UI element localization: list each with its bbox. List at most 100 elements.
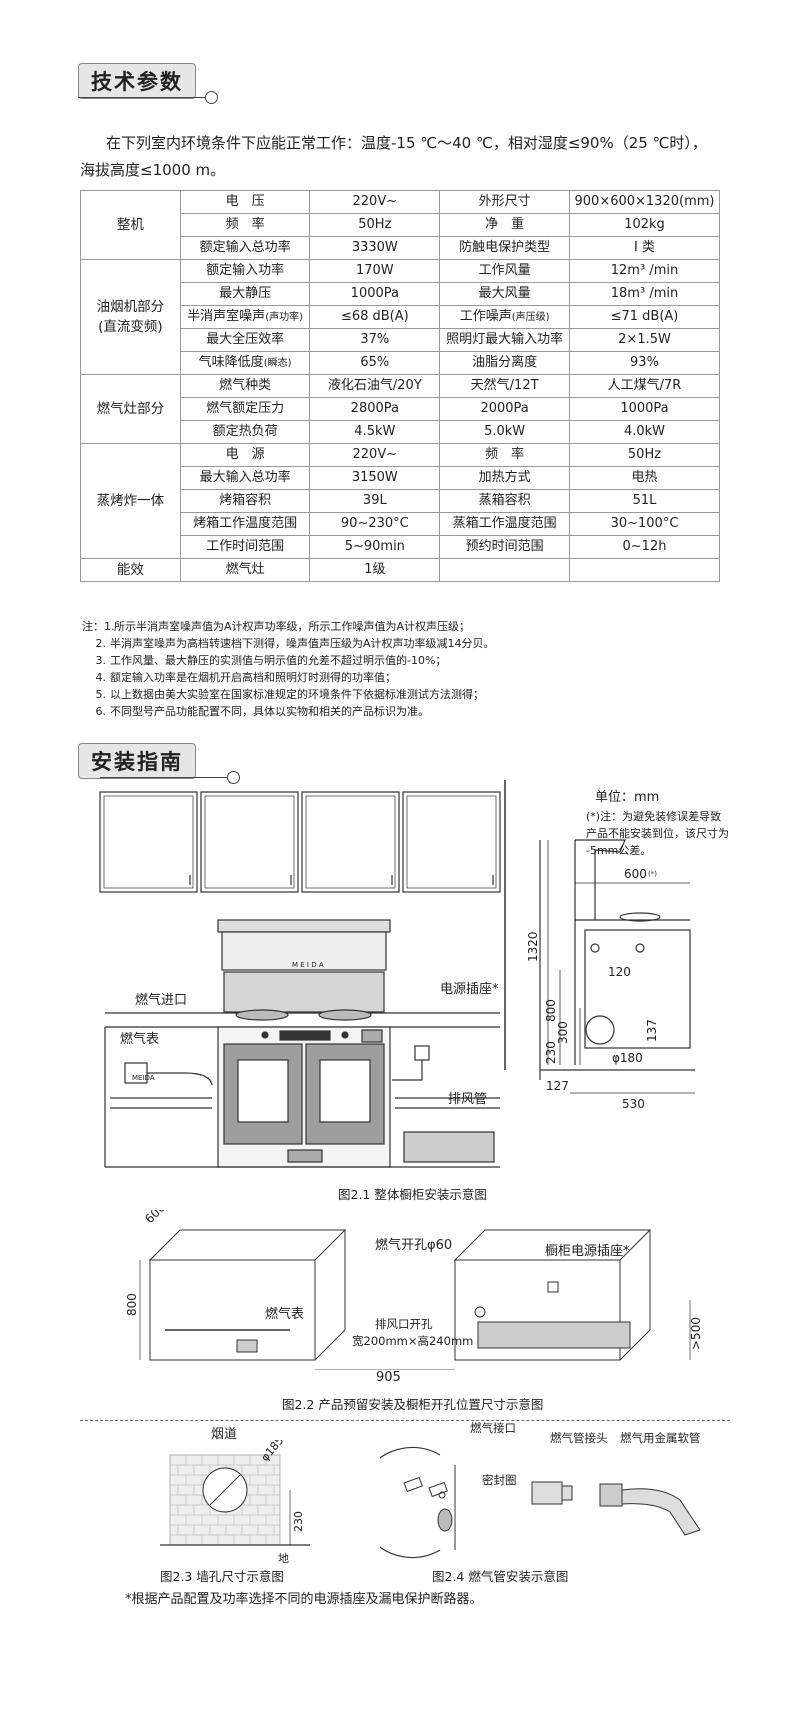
cell-l2: 照明灯最大输入功率 bbox=[439, 328, 570, 352]
label-gas-port: 燃气接口 bbox=[470, 1421, 516, 1435]
cell-text: 额定输入总功率 bbox=[199, 240, 291, 255]
cell-text: 50Hz bbox=[358, 217, 392, 232]
dim-230: 230 bbox=[544, 1041, 558, 1064]
section-divider bbox=[100, 777, 228, 778]
cell-text: 额定输入功率 bbox=[206, 263, 285, 278]
cell-l2: 蒸箱工作温度范围 bbox=[439, 512, 570, 536]
wall-cabinet bbox=[200, 791, 299, 893]
cell-text: 3150W bbox=[351, 470, 398, 485]
cell-l1: 最大输入总功率 bbox=[179, 466, 311, 490]
cell-text: 外形尺寸 bbox=[478, 194, 531, 209]
cell-text: 燃气灶 bbox=[225, 562, 265, 577]
unit-label: 单位：mm bbox=[595, 790, 660, 805]
figure-cabinet-holes: 600 800 >500 bbox=[125, 1210, 703, 1370]
section-divider-dot bbox=[227, 771, 240, 784]
cell-text: 3330W bbox=[351, 240, 398, 255]
label-metal-hose: 燃气用金属软管 bbox=[620, 1431, 701, 1445]
cell-text: 2×1.5W bbox=[618, 332, 671, 347]
intro-line-2: 海拔高度≤1000 m。 bbox=[80, 161, 226, 179]
cell-text: 2000Pa bbox=[480, 401, 529, 416]
cell-l2: 天然气/12T bbox=[439, 374, 570, 398]
cell-v2: 93% bbox=[568, 351, 721, 375]
cell-text: 39L bbox=[362, 493, 387, 508]
notes: 注：1.所示半消声室噪声值为A计权声功率级，所示工作噪声值为A计权声压级；2.半… bbox=[82, 618, 722, 720]
cell-text: 最大风量 bbox=[478, 286, 531, 301]
wall-cabinet bbox=[99, 791, 198, 893]
cell-v1: 220V~ bbox=[309, 190, 441, 214]
cell-text: 频 率 bbox=[485, 447, 525, 462]
cell-v2: 18m³ /min bbox=[568, 282, 721, 306]
cell-text: 5~90min bbox=[344, 539, 405, 554]
dim-230: 230 bbox=[292, 1511, 305, 1532]
wall-cabinet bbox=[301, 791, 400, 893]
note-item: 注：1.所示半消声室噪声值为A计权声功率级，所示工作噪声值为A计权声压级； bbox=[82, 618, 722, 635]
cell-text: 天然气/12T bbox=[470, 378, 539, 393]
caption-fig-2-3: 图2.3 墙孔尺寸示意图 bbox=[160, 1569, 284, 1584]
cell-l1: 烤箱工作温度范围 bbox=[179, 512, 311, 536]
remark-line-3: -5mm公差。 bbox=[586, 844, 652, 857]
cell-text: ≤71 dB(A) bbox=[610, 309, 679, 324]
cell-text: 烤箱容积 bbox=[219, 493, 272, 508]
cell-v2 bbox=[568, 558, 721, 582]
label-exhaust-pipe: 排风管 bbox=[448, 1092, 488, 1107]
cell-v2: 102kg bbox=[568, 213, 721, 237]
label-gas-meter: 燃气表 bbox=[120, 1032, 160, 1047]
cell-l1: 额定输入总功率 bbox=[179, 236, 311, 260]
cell-text: 1000Pa bbox=[620, 401, 669, 416]
note-index: 2. bbox=[95, 637, 107, 650]
cell-v2: 12m³ /min bbox=[568, 259, 721, 283]
dim-500: >500 bbox=[689, 1317, 703, 1350]
intro-line-1: 在下列室内环境条件下应能正常工作：温度-15 ℃～40 ℃，相对湿度≤90%（2… bbox=[106, 134, 707, 152]
dim-127: 127 bbox=[546, 1079, 569, 1093]
cell-text: 频 率 bbox=[225, 217, 265, 232]
dashed-divider bbox=[80, 1420, 730, 1421]
dim-800: 800 bbox=[125, 1293, 139, 1316]
cell-text: 照明灯最大输入功率 bbox=[446, 332, 564, 347]
note-index: 3. bbox=[95, 654, 107, 667]
cell-text: 蒸箱工作温度范围 bbox=[452, 516, 557, 531]
cell-text: 液化石油气/20Y bbox=[327, 378, 422, 393]
cell-text: 900×600×1320(mm) bbox=[574, 194, 715, 209]
group-label-whole: 整机 bbox=[80, 190, 181, 260]
table-row: 半消声室噪声(声功率)≤68 dB(A)工作噪声(声压级)≤71 dB(A) bbox=[81, 305, 721, 329]
cell-v2: 50Hz bbox=[568, 443, 721, 467]
note-index: 注：1. bbox=[82, 620, 115, 633]
label-cabinet-socket: 橱柜电源插座* bbox=[545, 1244, 630, 1259]
note-item: 3.工作风量、最大静压的实测值与明示值的允差不超过明示值的-10%； bbox=[82, 652, 722, 669]
cell-text: 30~100°C bbox=[610, 516, 679, 531]
cell-l1: 工作时间范围 bbox=[179, 535, 311, 559]
cell-text: 烤箱工作温度范围 bbox=[193, 516, 298, 531]
cell-text: 2800Pa bbox=[350, 401, 399, 416]
cell-text: 额定热负荷 bbox=[212, 424, 278, 439]
label-pipe-joint: 燃气管接头 bbox=[550, 1431, 608, 1445]
caption-fig-2-1: 图2.1 整体橱柜安装示意图 bbox=[338, 1187, 487, 1202]
label-ground: 地 bbox=[278, 1552, 289, 1565]
cell-text: 37% bbox=[360, 332, 390, 347]
cell-v1: 液化石油气/20Y bbox=[309, 374, 441, 398]
figure-gas-pipe bbox=[380, 1446, 701, 1559]
cell-l1: 半消声室噪声(声功率) bbox=[179, 305, 311, 329]
cell-l2: 频 率 bbox=[439, 443, 570, 467]
cell-text: 气味降低度 bbox=[198, 354, 264, 370]
note-item: 2.半消声室噪声为高档转速档下测得，噪声值声压级为A计权声功率级减14分贝。 bbox=[82, 635, 722, 652]
note-item: 6.不同型号产品功能配置不同，具体以实物和相关的产品标识为准。 bbox=[82, 703, 722, 720]
cell-l2: 最大风量 bbox=[439, 282, 570, 306]
cell-l1: 额定输入功率 bbox=[179, 259, 311, 283]
dim-120: 120 bbox=[608, 965, 631, 979]
cell-v1: 4.5kW bbox=[309, 420, 441, 444]
cell-l1: 额定热负荷 bbox=[179, 420, 311, 444]
cell-v2: I 类 bbox=[568, 236, 721, 260]
cell-v1: 2800Pa bbox=[309, 397, 441, 421]
cell-v1: 5~90min bbox=[309, 535, 441, 559]
cell-l1: 最大静压 bbox=[179, 282, 311, 306]
cell-v1: 65% bbox=[309, 351, 441, 375]
cell-v1: 37% bbox=[309, 328, 441, 352]
label-gas-hole: 燃气开孔φ60 bbox=[375, 1238, 453, 1253]
dim-1320: 1320 bbox=[526, 931, 540, 962]
cell-text: 油脂分离度 bbox=[472, 355, 538, 370]
